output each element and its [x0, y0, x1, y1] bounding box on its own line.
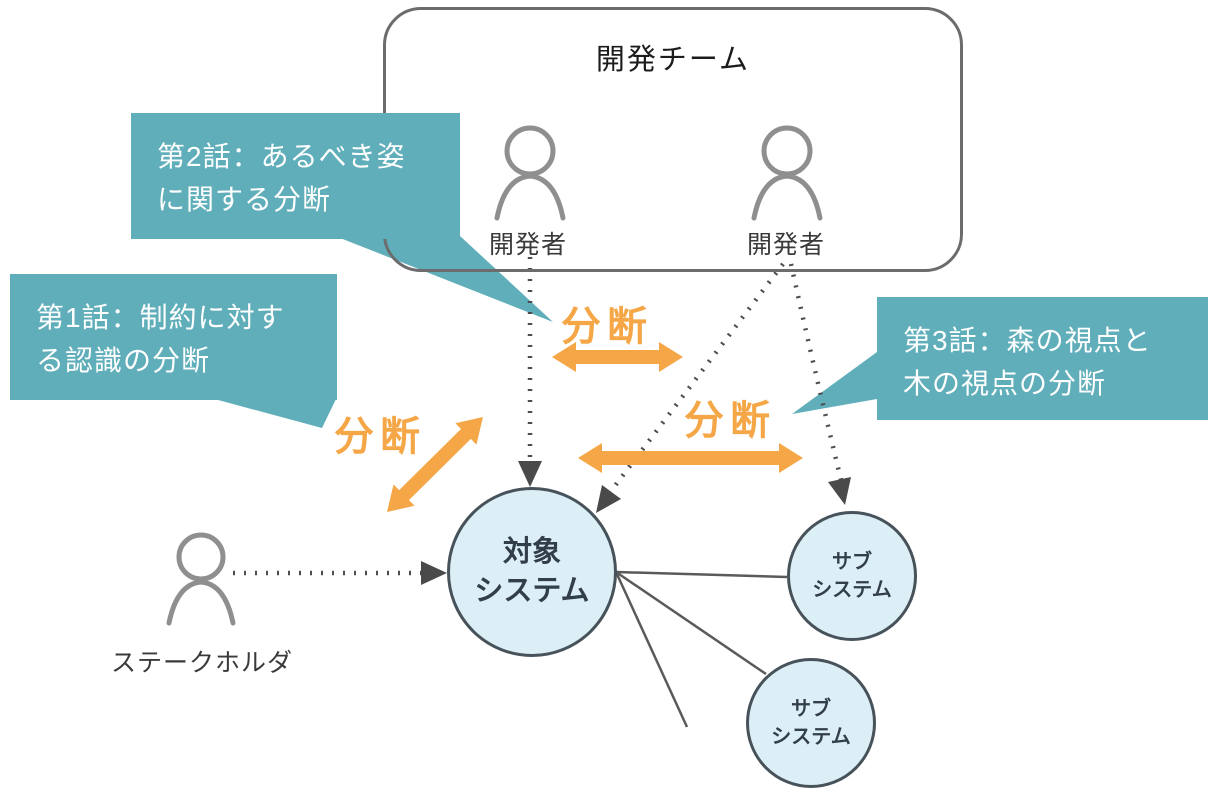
node-subsystem-right: サブ システム: [787, 511, 917, 641]
callout-episode1: 第1話：制約に対す る認識の分断: [10, 274, 337, 400]
callout-episode2: 第2話：あるべき姿 に関する分断: [131, 113, 460, 239]
callout-episode3: 第3話：森の視点と 木の視点の分断: [877, 297, 1208, 420]
system-link-target-truncated: [614, 571, 689, 728]
developer-left-label: 開発者: [488, 231, 567, 259]
callout-tail-episode3: [792, 352, 877, 414]
developer-right-label: 開発者: [746, 231, 825, 259]
division-label-3: 分断: [334, 415, 426, 459]
division-label-2: 分断: [684, 399, 776, 443]
division-arrow-3: [387, 417, 483, 512]
callout-tail-episode1: [207, 397, 337, 428]
stakeholder-label: ステークホルダ: [110, 649, 293, 677]
node-subsystem-bottom: サブ システム: [746, 658, 876, 788]
callout-tail-episode2: [335, 236, 553, 322]
arrowhead-devleft-target: [518, 461, 542, 487]
arrowhead-devright-target: [596, 485, 621, 513]
dotted-connector-devright-subsystem: [788, 263, 844, 481]
division-arrow-1: [552, 342, 683, 372]
arrowhead-stakeholder-target: [421, 561, 447, 585]
division-arrow-2: [578, 443, 803, 473]
system-link-target-subright: [615, 570, 788, 579]
node-target-system: 対象 システム: [447, 487, 617, 657]
system-link-target-subbottom: [615, 570, 767, 676]
division-label-1: 分断: [561, 305, 653, 349]
dotted-connector-devright-target: [606, 262, 785, 497]
team-title: 開発チーム: [595, 44, 751, 76]
arrowhead-devright-subsystem: [828, 477, 851, 505]
